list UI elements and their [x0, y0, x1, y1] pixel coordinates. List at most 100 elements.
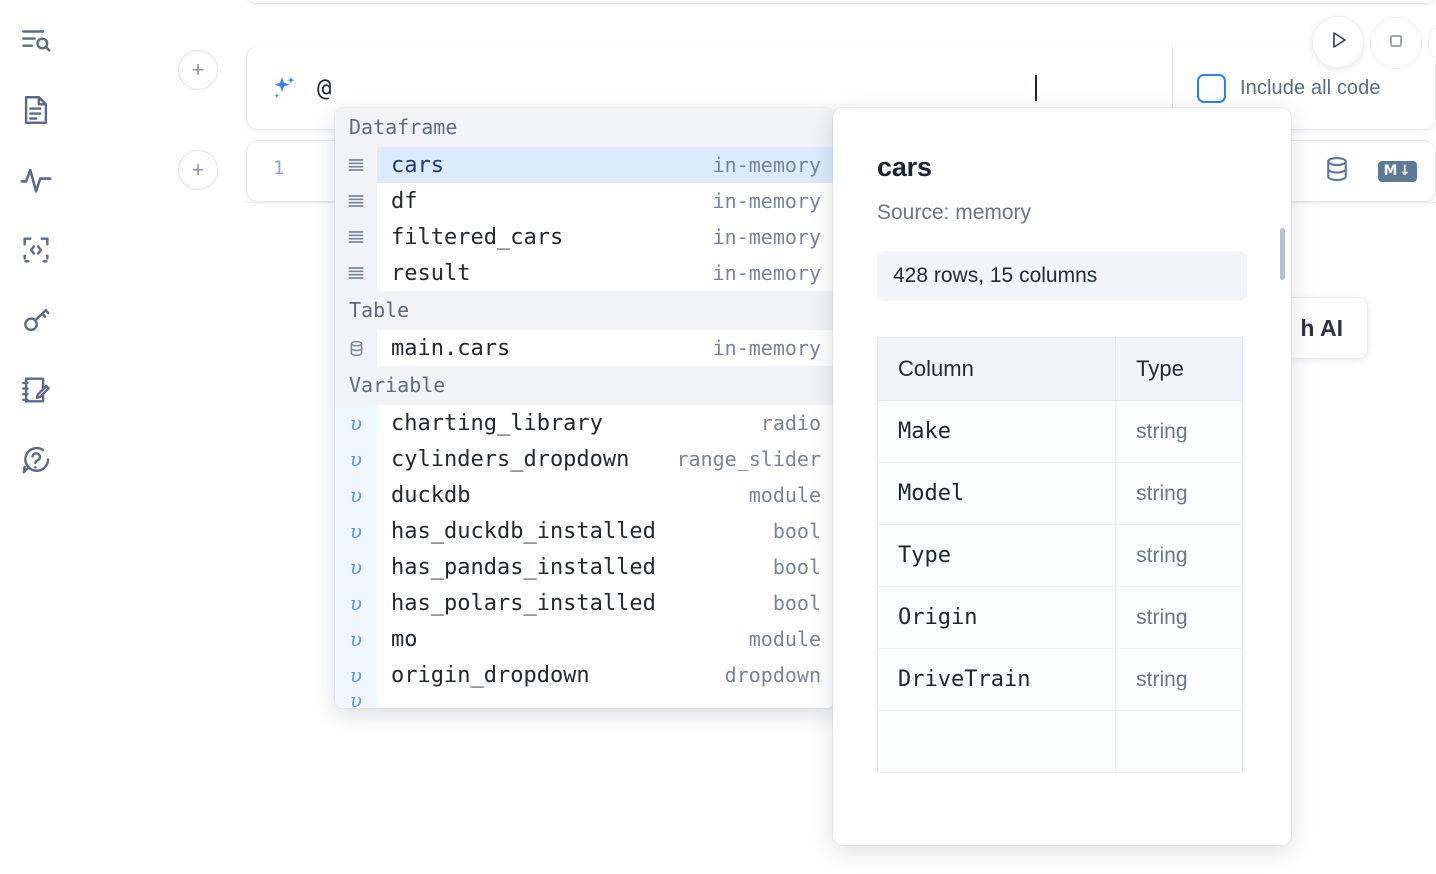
detail-panel-scrollbar[interactable] — [1280, 228, 1285, 280]
autocomplete-item-kind: range_slider — [676, 447, 822, 471]
variable-icon: υ — [335, 585, 377, 621]
explore-search-icon — [19, 23, 53, 57]
autocomplete-item-kind: in-memory — [712, 189, 821, 213]
autocomplete-item-body: cars in-memory — [377, 147, 835, 183]
schema-column-name: DriveTrain — [877, 648, 1117, 711]
sidebar-item-scratchpad[interactable] — [14, 368, 58, 412]
cell-toolbar: M↓ — [1322, 154, 1417, 189]
variable-icon: υ — [335, 441, 377, 477]
autocomplete-item-body — [377, 693, 835, 707]
sidebar-item-explore[interactable] — [14, 18, 58, 62]
dataframe-icon — [335, 147, 377, 183]
include-all-code-label: Include all code — [1240, 76, 1381, 99]
schema-column-name: Make — [877, 400, 1117, 463]
autocomplete-item-name: cylinders_dropdown — [391, 446, 630, 472]
detail-source: Source: memory — [877, 201, 1032, 224]
add-cell-button-bottom[interactable]: + — [178, 150, 218, 190]
autocomplete-item-name: has_duckdb_installed — [391, 518, 656, 544]
sidebar-item-help[interactable] — [14, 438, 58, 482]
autocomplete-item-name: cars — [391, 152, 444, 178]
sidebar-item-notebook[interactable] — [14, 88, 58, 132]
autocomplete-item-body: cylinders_dropdown range_slider — [377, 441, 835, 477]
autocomplete-item-kind: module — [748, 627, 821, 651]
variable-icon: υ — [335, 657, 377, 693]
schema-column-name: Origin — [877, 586, 1117, 649]
schema-column-header: Column — [877, 337, 1117, 401]
variable-icon: υ — [335, 549, 377, 585]
autocomplete-item-kind: in-memory — [712, 225, 821, 249]
autocomplete-item-kind: in-memory — [712, 153, 821, 177]
schema-column-name — [877, 710, 1117, 773]
sidebar-item-snippets[interactable] — [14, 228, 58, 272]
stop-button[interactable] — [1370, 17, 1422, 69]
markdown-icon[interactable]: M↓ — [1377, 161, 1417, 182]
autocomplete-item-name: origin_dropdown — [391, 662, 590, 688]
schema-column-type: string — [1115, 586, 1243, 649]
key-icon — [19, 303, 53, 337]
sidebar-item-activity[interactable] — [14, 158, 58, 202]
variable-icon: υ — [335, 405, 377, 441]
line-number: 1 — [273, 157, 285, 179]
autocomplete-item-name — [391, 693, 404, 707]
add-cell-button-top[interactable]: + — [178, 50, 218, 90]
cell-above-clipped — [246, 0, 1436, 4]
variable-icon: υ — [335, 477, 377, 513]
autocomplete-item-partial[interactable]: υ — [335, 693, 835, 707]
left-sidebar — [0, 0, 72, 874]
autocomplete-item-kind: module — [748, 483, 821, 507]
variable-icon: υ — [335, 621, 377, 657]
autocomplete-item-body: result in-memory — [377, 255, 835, 291]
stop-icon — [1384, 29, 1408, 58]
database-icon[interactable] — [1322, 154, 1352, 189]
include-all-code-checkbox[interactable] — [1197, 73, 1226, 103]
scratchpad-edit-icon — [19, 373, 53, 407]
autocomplete-item-name: duckdb — [391, 482, 471, 508]
autocomplete-item[interactable]: cars in-memory — [335, 147, 835, 183]
autocomplete-item-kind: in-memory — [712, 336, 821, 360]
autocomplete-item-kind: in-memory — [712, 261, 821, 285]
autocomplete-item-name: has_polars_installed — [391, 590, 656, 616]
schema-column-type — [1115, 710, 1243, 773]
detail-title: cars — [877, 152, 932, 182]
include-all-code-row[interactable]: Include all code — [1197, 46, 1381, 130]
autocomplete-item[interactable]: result in-memory — [335, 255, 835, 291]
ai-prompt-input[interactable]: @ — [317, 74, 332, 102]
dataframe-detail-panel: cars Source: memory 428 rows, 15 columns… — [833, 108, 1291, 845]
generate-with-ai-label: h AI — [1300, 314, 1343, 341]
autocomplete-item[interactable]: υ cylinders_dropdown range_slider — [335, 441, 835, 477]
plus-icon: + — [191, 157, 205, 182]
schema-column-type: string — [1115, 524, 1243, 587]
run-button[interactable] — [1312, 16, 1364, 68]
autocomplete-item-name: has_pandas_installed — [391, 554, 656, 580]
schema-column-type: string — [1115, 400, 1243, 463]
dataframe-icon — [335, 183, 377, 219]
schema-column-header: Type — [1115, 337, 1243, 401]
sidebar-item-secrets[interactable] — [14, 298, 58, 342]
autocomplete-item-name: result — [391, 260, 471, 286]
help-chat-icon — [19, 443, 53, 477]
schema-column-name: Model — [877, 462, 1117, 525]
dataframe-icon — [335, 255, 377, 291]
autocomplete-item-name: charting_library — [391, 410, 603, 436]
